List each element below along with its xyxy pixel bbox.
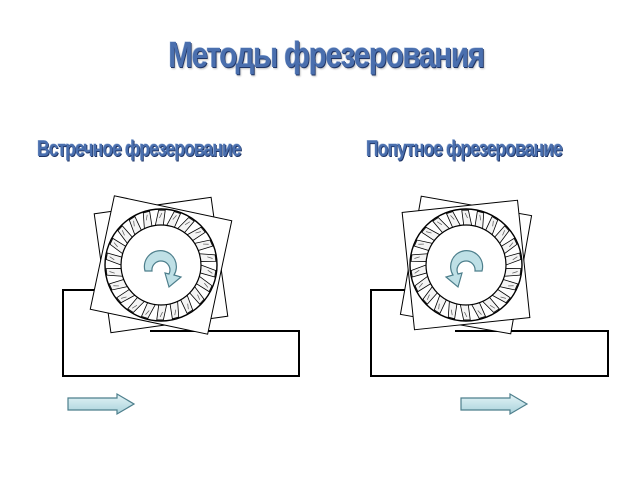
cutter-tooth <box>410 253 429 262</box>
rotation-cw-icon <box>143 250 183 289</box>
cutter-tooth <box>198 253 217 262</box>
workpiece-right <box>370 289 609 377</box>
feed-arrow-right <box>460 392 529 416</box>
method-label-climb: Попутное фрезерование <box>366 136 563 161</box>
milling-cutter-left <box>89 195 233 335</box>
cutter-tooth <box>503 268 522 277</box>
workpiece-left <box>62 289 300 377</box>
cutter-tooth <box>105 268 124 277</box>
page-title: Методы фрезерования <box>168 34 485 75</box>
rotation-ccw-icon <box>444 250 484 289</box>
milling-cutter-right <box>399 195 533 335</box>
feed-arrow-left <box>67 392 136 416</box>
method-label-conventional: Встречное фрезерование <box>37 136 242 161</box>
